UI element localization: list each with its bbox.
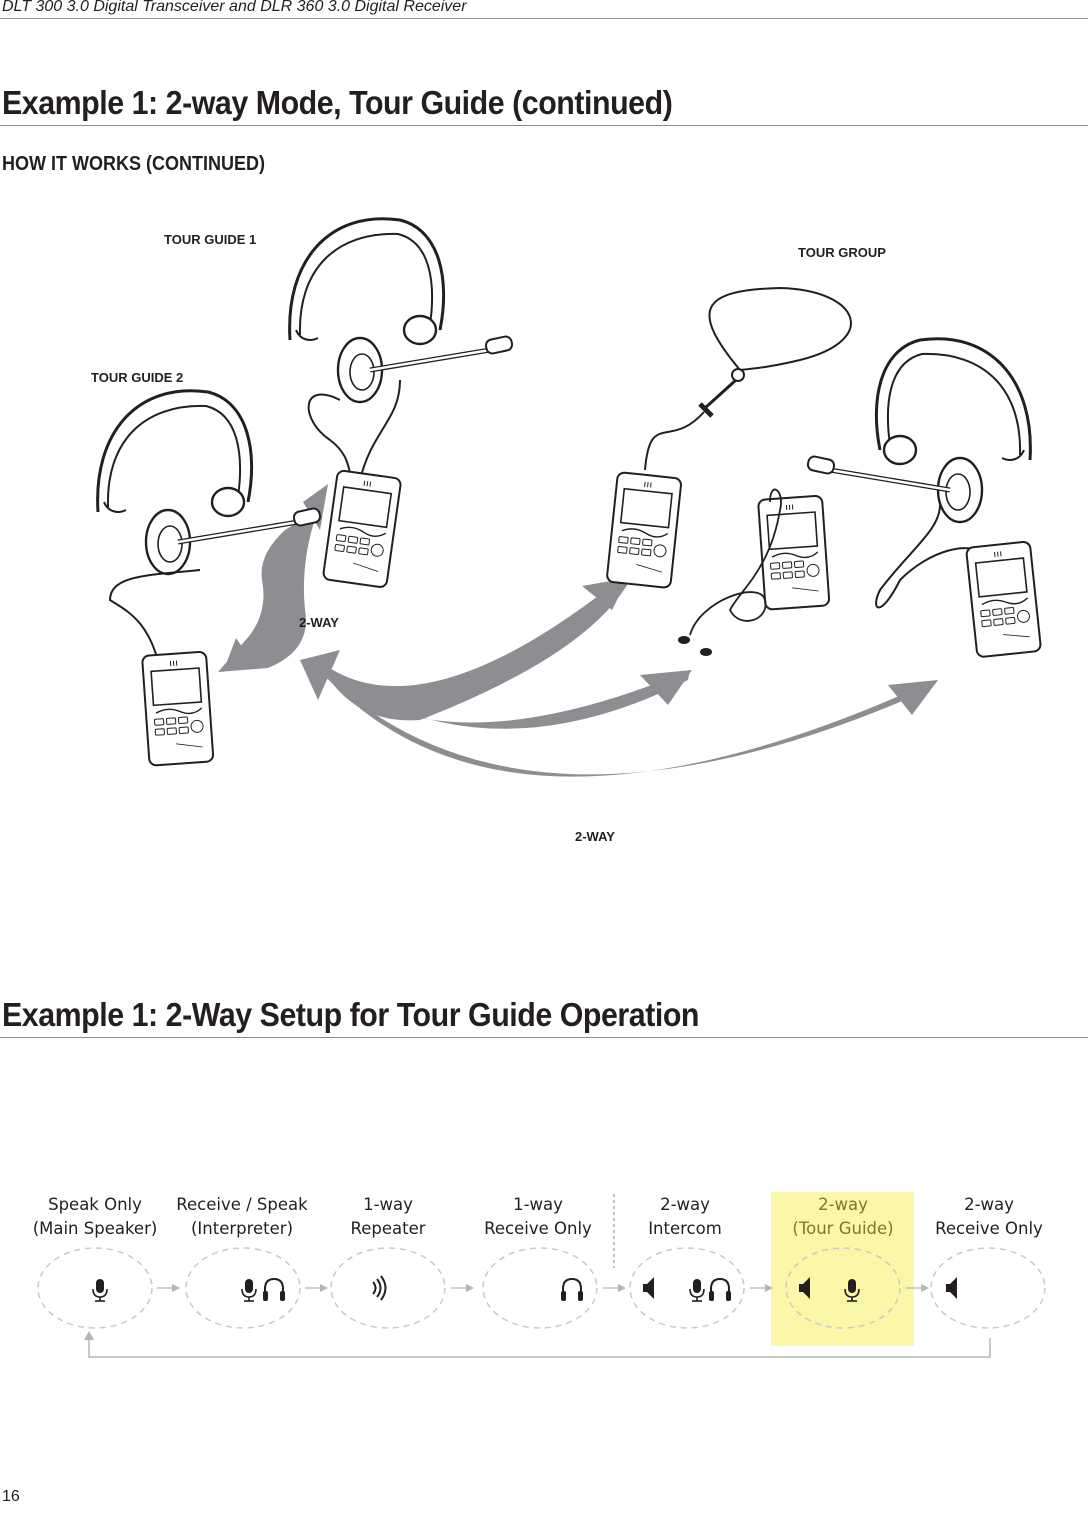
tour-group-headset (807, 339, 1031, 522)
mode-circle-tour-guide (785, 1247, 901, 1329)
mic-icon (689, 1278, 705, 1302)
mode-label-repeater: 1-way Repeater (313, 1193, 463, 1241)
arrow-icon (750, 1284, 773, 1292)
mode-line1: 1-way (513, 1195, 563, 1214)
mode-line2: Intercom (648, 1219, 722, 1238)
mode-line2: Receive Only (484, 1219, 592, 1238)
page-number: 16 (2, 1488, 20, 1505)
mode-circle-intercom (629, 1247, 745, 1329)
mode-label-2way-receive-only: 2-way Receive Only (914, 1193, 1064, 1241)
tour-guide-2-transceiver (141, 650, 215, 767)
tour-guide-1-transceiver (321, 469, 403, 589)
tour-group-receiver-2 (757, 494, 831, 611)
mode-line1: 2-way (964, 1195, 1014, 1214)
tour-group-label: TOUR GROUP (798, 245, 886, 260)
tour-guide-1-headset (290, 219, 514, 402)
speaker-icon (643, 1277, 654, 1299)
neckloop (708, 286, 852, 371)
running-header: DLT 300 3.0 Digital Transceiver and DLR … (0, 0, 1088, 19)
mic-icon (241, 1278, 257, 1302)
repeater-icon (372, 1275, 387, 1301)
speaker-icon (946, 1277, 957, 1299)
section-title-1: Example 1: 2-way Mode, Tour Guide (conti… (2, 84, 673, 121)
mode-label-receive-speak: Receive / Speak (Interpreter) (167, 1193, 317, 1241)
mode-line2: (Tour Guide) (792, 1219, 894, 1238)
arrow-icon (305, 1284, 328, 1292)
mode-label-speak-only: Speak Only (Main Speaker) (20, 1193, 170, 1241)
arrow-icon (451, 1284, 474, 1292)
arrow-icon (906, 1284, 929, 1292)
mic-icon (844, 1278, 860, 1302)
mode-line1: 1-way (363, 1195, 413, 1214)
tour-guide-2-label: TOUR GUIDE 2 (91, 370, 184, 385)
mode-line1: 2-way (660, 1195, 710, 1214)
speaker-icon (799, 1277, 810, 1299)
two-way-label-bottom: 2-WAY (575, 829, 615, 844)
mode-highlight (771, 1192, 914, 1346)
mode-circle-2way-receive-only (930, 1247, 1046, 1329)
tour-group-receiver-1 (605, 471, 683, 590)
loop-back-arrow (84, 1331, 991, 1358)
running-header-text: DLT 300 3.0 Digital Transceiver and DLR … (2, 0, 467, 15)
mode-line1: Speak Only (48, 1195, 142, 1214)
two-way-label-top: 2-WAY (299, 615, 339, 630)
headphones-icon (708, 1278, 732, 1302)
tour-guide-1-label: TOUR GUIDE 1 (164, 232, 257, 247)
mode-line1: Receive / Speak (176, 1195, 308, 1214)
subhead: HOW IT WORKS (CONTINUED) (2, 153, 265, 175)
mode-sequence-diagram (37, 1194, 1046, 1358)
mode-line2: (Interpreter) (190, 1219, 294, 1238)
section-rule-2 (0, 1037, 1088, 1038)
two-way-arrows (218, 484, 938, 777)
mic-icon (92, 1278, 108, 1302)
arrow-icon (157, 1284, 180, 1292)
mode-circle-repeater (330, 1247, 446, 1329)
mode-line2: (Main Speaker) (32, 1219, 158, 1238)
mode-line1: 2-way (818, 1195, 868, 1214)
mode-label-receive-only: 1-way Receive Only (463, 1193, 613, 1241)
headphones-icon (262, 1278, 286, 1302)
mode-circle-receive-speak (185, 1247, 301, 1329)
mode-label-tour-guide: 2-way (Tour Guide) (768, 1193, 918, 1241)
headphones-icon (560, 1278, 584, 1302)
mode-line2: Receive Only (935, 1219, 1043, 1238)
mode-line2: Repeater (350, 1219, 426, 1238)
mode-label-intercom: 2-way Intercom (610, 1193, 760, 1241)
section-title-2: Example 1: 2-Way Setup for Tour Guide Op… (2, 996, 700, 1033)
section-rule-1 (0, 125, 1088, 126)
tour-guide-illustration (0, 180, 1043, 777)
mode-circle-receive-only (482, 1247, 598, 1329)
arrow-icon (603, 1284, 626, 1292)
tour-group-transceiver (965, 540, 1043, 659)
mode-circle-speak-only (37, 1247, 153, 1329)
